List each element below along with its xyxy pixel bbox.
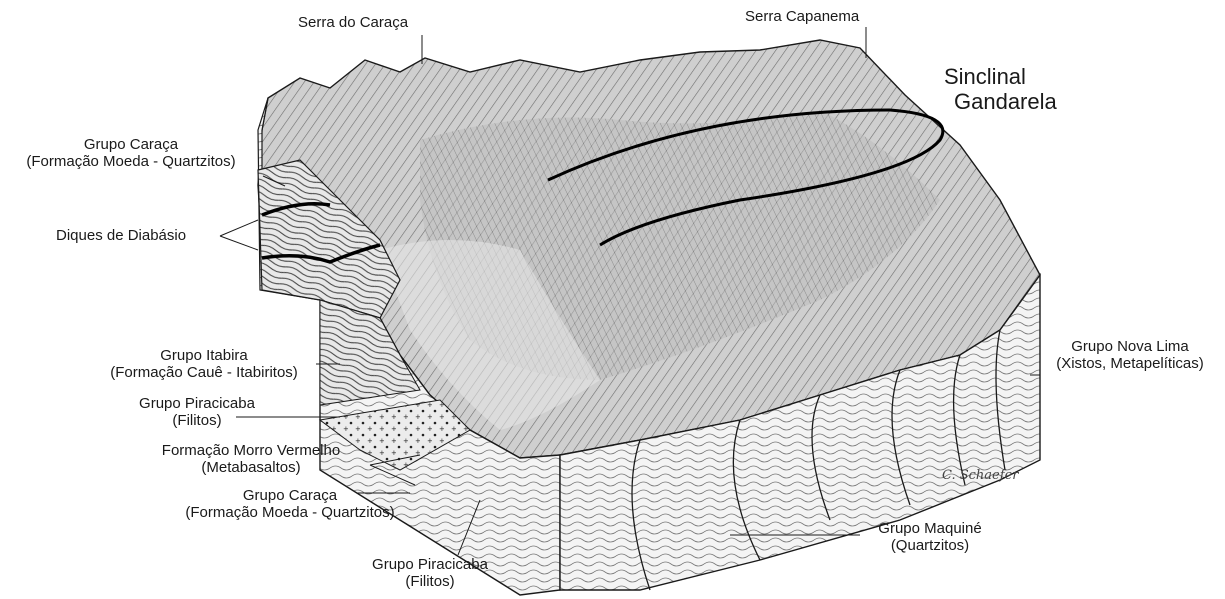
label-grupo-caraca-top: Grupo Caraça (Formação Moeda - Quartzito…: [0, 136, 262, 170]
label-formacao-morro-vermelho: Formação Morro Vermelho (Metabasaltos): [130, 442, 372, 476]
label-serra-capanema: Serra Capanema: [745, 8, 859, 25]
label-grupo-piracicaba-bottom: Grupo Piracicaba (Filitos): [350, 556, 510, 590]
label-sinclinal-gandarela: Sinclinal Gandarela: [944, 64, 1057, 114]
artist-signature: C. Schaefer: [942, 468, 1018, 483]
label-grupo-caraca-bottom: Grupo Caraça (Formação Moeda - Quartzito…: [160, 487, 420, 521]
label-grupo-itabira: Grupo Itabira (Formação Cauê - Itabirito…: [90, 347, 318, 381]
label-diques-de-diabasio: Diques de Diabásio: [56, 227, 186, 244]
label-grupo-piracicaba-left: Grupo Piracicaba (Filitos): [118, 395, 276, 429]
label-serra-do-caraca: Serra do Caraça: [298, 14, 408, 31]
label-grupo-maquine: Grupo Maquiné (Quartzitos): [860, 520, 1000, 554]
label-grupo-nova-lima: Grupo Nova Lima (Xistos, Metapelíticas): [1040, 338, 1220, 372]
